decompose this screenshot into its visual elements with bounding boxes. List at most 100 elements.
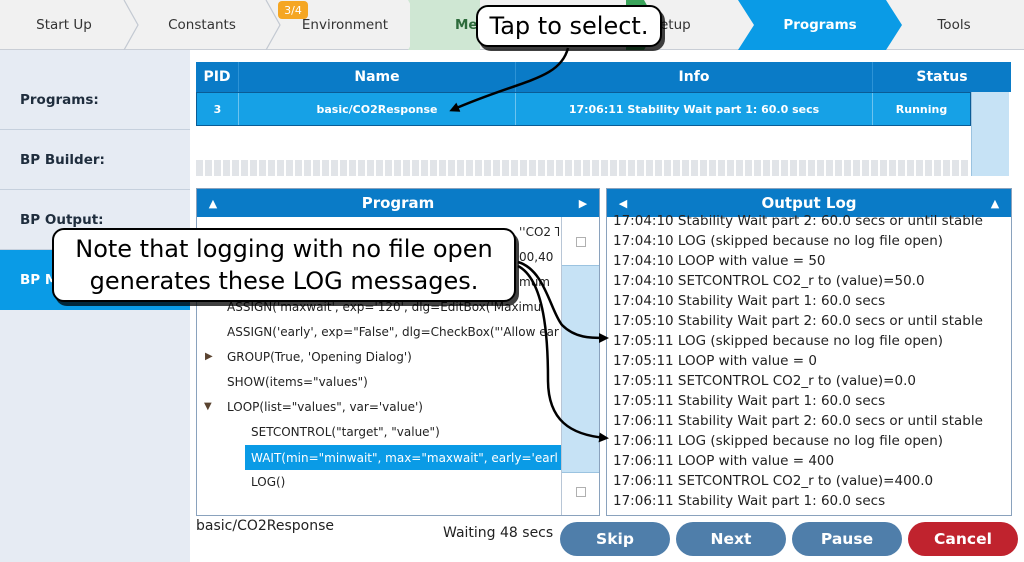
step-constants[interactable]: Constants xyxy=(138,0,266,50)
log-line: 17:04:10 Stability Wait part 1: 60.0 sec… xyxy=(613,293,886,309)
sidebar-item-label: BP Builder: xyxy=(20,151,105,168)
step-environment[interactable]: Environment xyxy=(280,0,410,50)
code-text: ASSIGN('early', exp="False", dlg=CheckBo… xyxy=(227,324,559,339)
code-line[interactable]: ASSIGN('maxwait', exp='120', dlg=EditBox… xyxy=(227,294,561,319)
code-text: LOG() xyxy=(251,474,286,489)
wait-status: Waiting 48 secs xyxy=(443,525,554,541)
log-line: 17:06:11 LOG (skipped because no log fil… xyxy=(613,433,944,449)
step-label: Constants xyxy=(168,17,236,33)
callout-text: Tap to select. xyxy=(489,12,649,40)
log-line: 17:04:10 SETCONTROL CO2_r to (value)=50.… xyxy=(613,273,925,289)
step-active-shape xyxy=(738,0,902,50)
code-line[interactable]: SHOW(items="values") xyxy=(227,369,561,394)
sidebar-item-programs[interactable]: Programs: xyxy=(0,70,190,130)
chevron-right-icon xyxy=(122,0,146,50)
log-line: 17:05:11 Stability Wait part 1: 60.0 sec… xyxy=(613,393,886,409)
output-log-header: Output Log xyxy=(607,189,1011,217)
code-text: 00,40 xyxy=(519,249,554,264)
log-line: 17:04:10 LOOP with value = 50 xyxy=(613,253,826,269)
triangle-up-icon[interactable]: ▲ xyxy=(990,196,1000,210)
log-line: 17:06:11 LOOP with value = 400 xyxy=(613,453,835,469)
code-line[interactable]: SETCONTROL("target", "value") xyxy=(251,419,561,444)
step-label: Programs xyxy=(783,17,857,33)
process-table-scrollbar[interactable] xyxy=(971,92,1009,176)
output-log-title: Output Log xyxy=(761,194,857,212)
log-line: 17:06:11 Stability Wait part 2: 60.0 sec… xyxy=(613,413,983,429)
program-scrollbar[interactable] xyxy=(561,217,599,515)
step-label: Start Up xyxy=(36,17,92,33)
code-line[interactable]: LOG() xyxy=(251,469,561,494)
code-text: SETCONTROL("target", "value") xyxy=(251,424,440,439)
callout-text: Note that logging with no file open xyxy=(75,235,493,263)
step-setup[interactable]: etup xyxy=(660,0,750,50)
triangle-up-icon[interactable]: ▲ xyxy=(208,196,218,210)
log-line: 17:05:11 LOG (skipped because no log fil… xyxy=(613,333,944,349)
pause-button[interactable]: Pause xyxy=(792,522,902,556)
code-text: WAIT(min="minwait", max="maxwait", early… xyxy=(251,450,558,465)
code-line[interactable]: GROUP(True, 'Opening Dialog') xyxy=(227,344,561,369)
cell-pid: 3 xyxy=(197,93,239,125)
scrollbar-thumb[interactable] xyxy=(562,265,599,473)
triangle-right-icon[interactable]: ▶ xyxy=(578,196,588,210)
code-text: ASSIGN('maxwait', exp='120', dlg=EditBox… xyxy=(227,299,542,314)
column-header-pid: PID xyxy=(196,62,239,92)
log-line: 17:04:10 Stability Wait part 2: 60.0 sec… xyxy=(613,213,983,229)
code-line[interactable]: ASSIGN('early', exp="False", dlg=CheckBo… xyxy=(227,319,561,344)
program-file-name: basic/CO2Response xyxy=(196,518,335,534)
log-line: 17:06:11 SETCONTROL CO2_r to (value)=400… xyxy=(613,473,934,489)
log-line: 17:04:10 LOG (skipped because no log fil… xyxy=(613,233,944,249)
code-text: ''CO2 T xyxy=(519,224,559,239)
collapse-arrow-icon[interactable]: ▼ xyxy=(204,401,212,412)
next-button[interactable]: Next xyxy=(676,522,786,556)
output-log-panel: Output Log ◀ ▲ 17:04:10 Stability Wait p… xyxy=(606,188,1012,516)
code-line-selected[interactable]: WAIT(min="minwait", max="maxwait", early… xyxy=(245,445,561,470)
code-text: LOOP(list="values", var='value') xyxy=(227,399,423,414)
callout-text: generates these LOG messages. xyxy=(89,267,479,295)
sidebar-item-bp-builder[interactable]: BP Builder: xyxy=(0,130,190,190)
expand-arrow-icon[interactable]: ▶ xyxy=(205,351,213,362)
chevron-right-icon xyxy=(264,0,288,50)
step-label: etup xyxy=(660,17,691,33)
sidebar-item-label: Programs: xyxy=(20,91,99,108)
arrow-to-log-line-2 xyxy=(517,264,609,443)
cell-name: basic/CO2Response xyxy=(239,93,516,125)
log-line: 17:06:11 Stability Wait part 1: 60.0 sec… xyxy=(613,493,886,509)
column-header-status: Status xyxy=(873,62,1011,92)
column-header-name: Name xyxy=(239,62,516,92)
code-line[interactable]: LOOP(list="values", var='value') xyxy=(227,394,561,419)
code-text: GROUP(True, 'Opening Dialog') xyxy=(227,349,412,364)
code-text: SHOW(items="values") xyxy=(227,374,368,389)
code-line[interactable]: ''CO2 T xyxy=(519,219,559,244)
step-programs[interactable]: Programs xyxy=(750,0,890,50)
arrow-to-log-line-1 xyxy=(517,260,609,343)
table-empty-area xyxy=(196,160,968,176)
environment-count-badge: 3/4 xyxy=(278,1,308,19)
column-header-info: Info xyxy=(516,62,873,92)
step-label: Me xyxy=(455,17,478,33)
step-done-shape xyxy=(408,0,480,50)
log-note-callout: Note that logging with no file open gene… xyxy=(52,228,516,302)
sidebar-item-label: BP M xyxy=(20,272,59,288)
arrow-to-process-row xyxy=(449,47,570,112)
program-header: Program xyxy=(197,189,599,217)
cell-status: Running xyxy=(873,93,970,125)
step-label: Tools xyxy=(937,17,971,33)
cell-info: 17:06:11 Stability Wait part 1: 60.0 sec… xyxy=(516,93,873,125)
log-line: 17:05:11 LOOP with value = 0 xyxy=(613,353,817,369)
cancel-button[interactable]: Cancel xyxy=(908,522,1018,556)
checkbox[interactable] xyxy=(576,487,586,497)
skip-button[interactable]: Skip xyxy=(560,522,670,556)
step-tools[interactable]: Tools xyxy=(904,0,1004,50)
triangle-left-icon[interactable]: ◀ xyxy=(618,196,628,210)
table-row[interactable]: 3 basic/CO2Response 17:06:11 Stability W… xyxy=(196,92,971,126)
tap-to-select-callout: Tap to select. xyxy=(476,5,662,47)
log-line: 17:05:11 SETCONTROL CO2_r to (value)=0.0 xyxy=(613,373,916,389)
code-line[interactable]: 00,40 xyxy=(519,244,559,269)
step-start-up[interactable]: Start Up xyxy=(0,0,128,50)
log-line: 17:05:10 Stability Wait part 2: 60.0 sec… xyxy=(613,313,983,329)
sidebar-item-label: BP Output: xyxy=(20,211,104,228)
program-title: Program xyxy=(361,194,435,212)
checkbox[interactable] xyxy=(576,237,586,247)
step-label: Environment xyxy=(301,17,389,33)
